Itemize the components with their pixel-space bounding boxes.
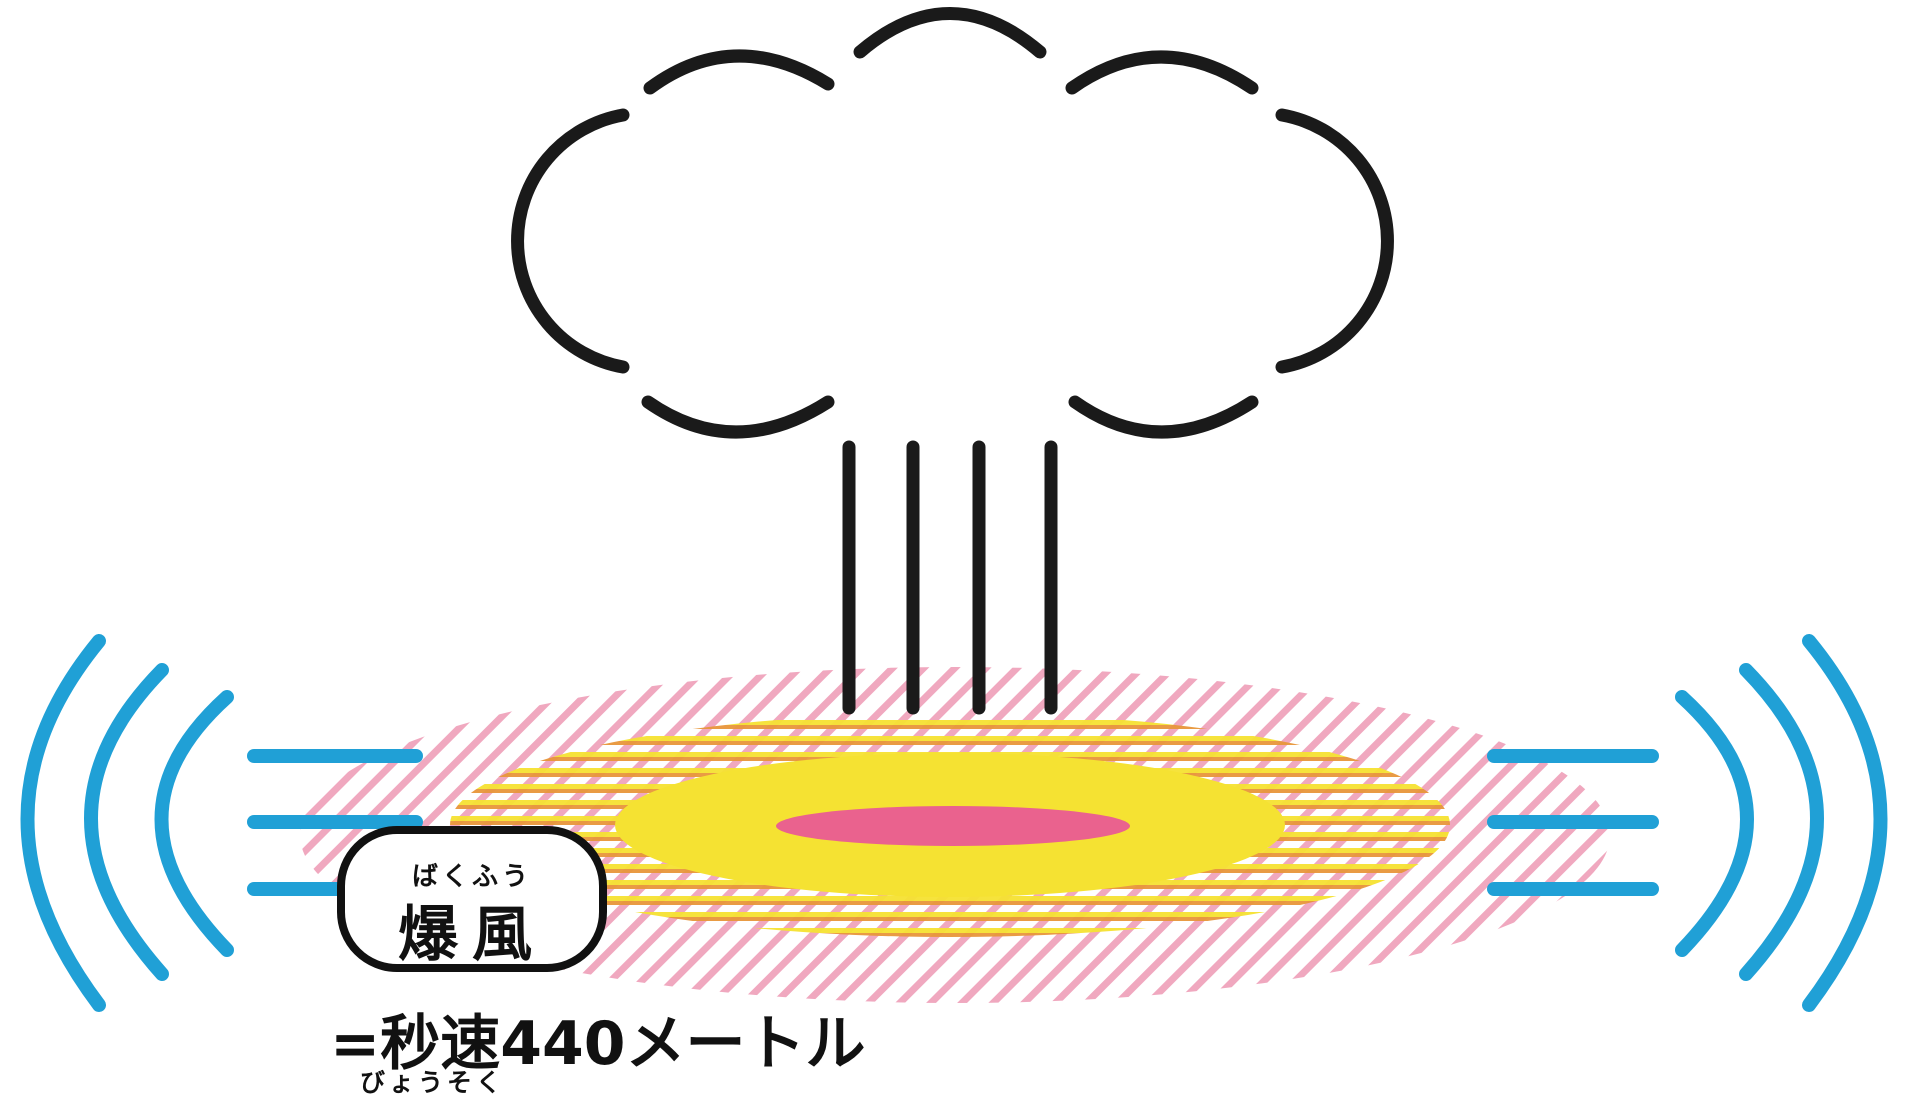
cloud-top-right	[1065, 50, 1259, 95]
cloud-left-lobe	[511, 108, 630, 374]
blast-zone-icon	[300, 667, 1610, 1003]
cloud-bottom-left	[641, 395, 835, 439]
mushroom-cloud-icon	[511, 7, 1394, 439]
mushroom-stem	[842, 440, 1058, 715]
speed-text: =秒速440メートル	[330, 1009, 866, 1079]
speed-ruby: びょうそく	[360, 1068, 506, 1097]
cloud-top-center	[853, 7, 1047, 59]
blast-label-box: ばくふう 爆風	[337, 826, 607, 972]
label-text: 爆風	[398, 900, 546, 970]
cloud-bottom-right	[1068, 395, 1259, 439]
cloud-right-lobe	[1275, 108, 1394, 374]
center-pink-zone	[776, 806, 1130, 846]
label-ruby: ばくふう	[411, 862, 532, 892]
wind-arcs-icon	[1487, 634, 1888, 1012]
cloud-top-left	[643, 49, 835, 95]
